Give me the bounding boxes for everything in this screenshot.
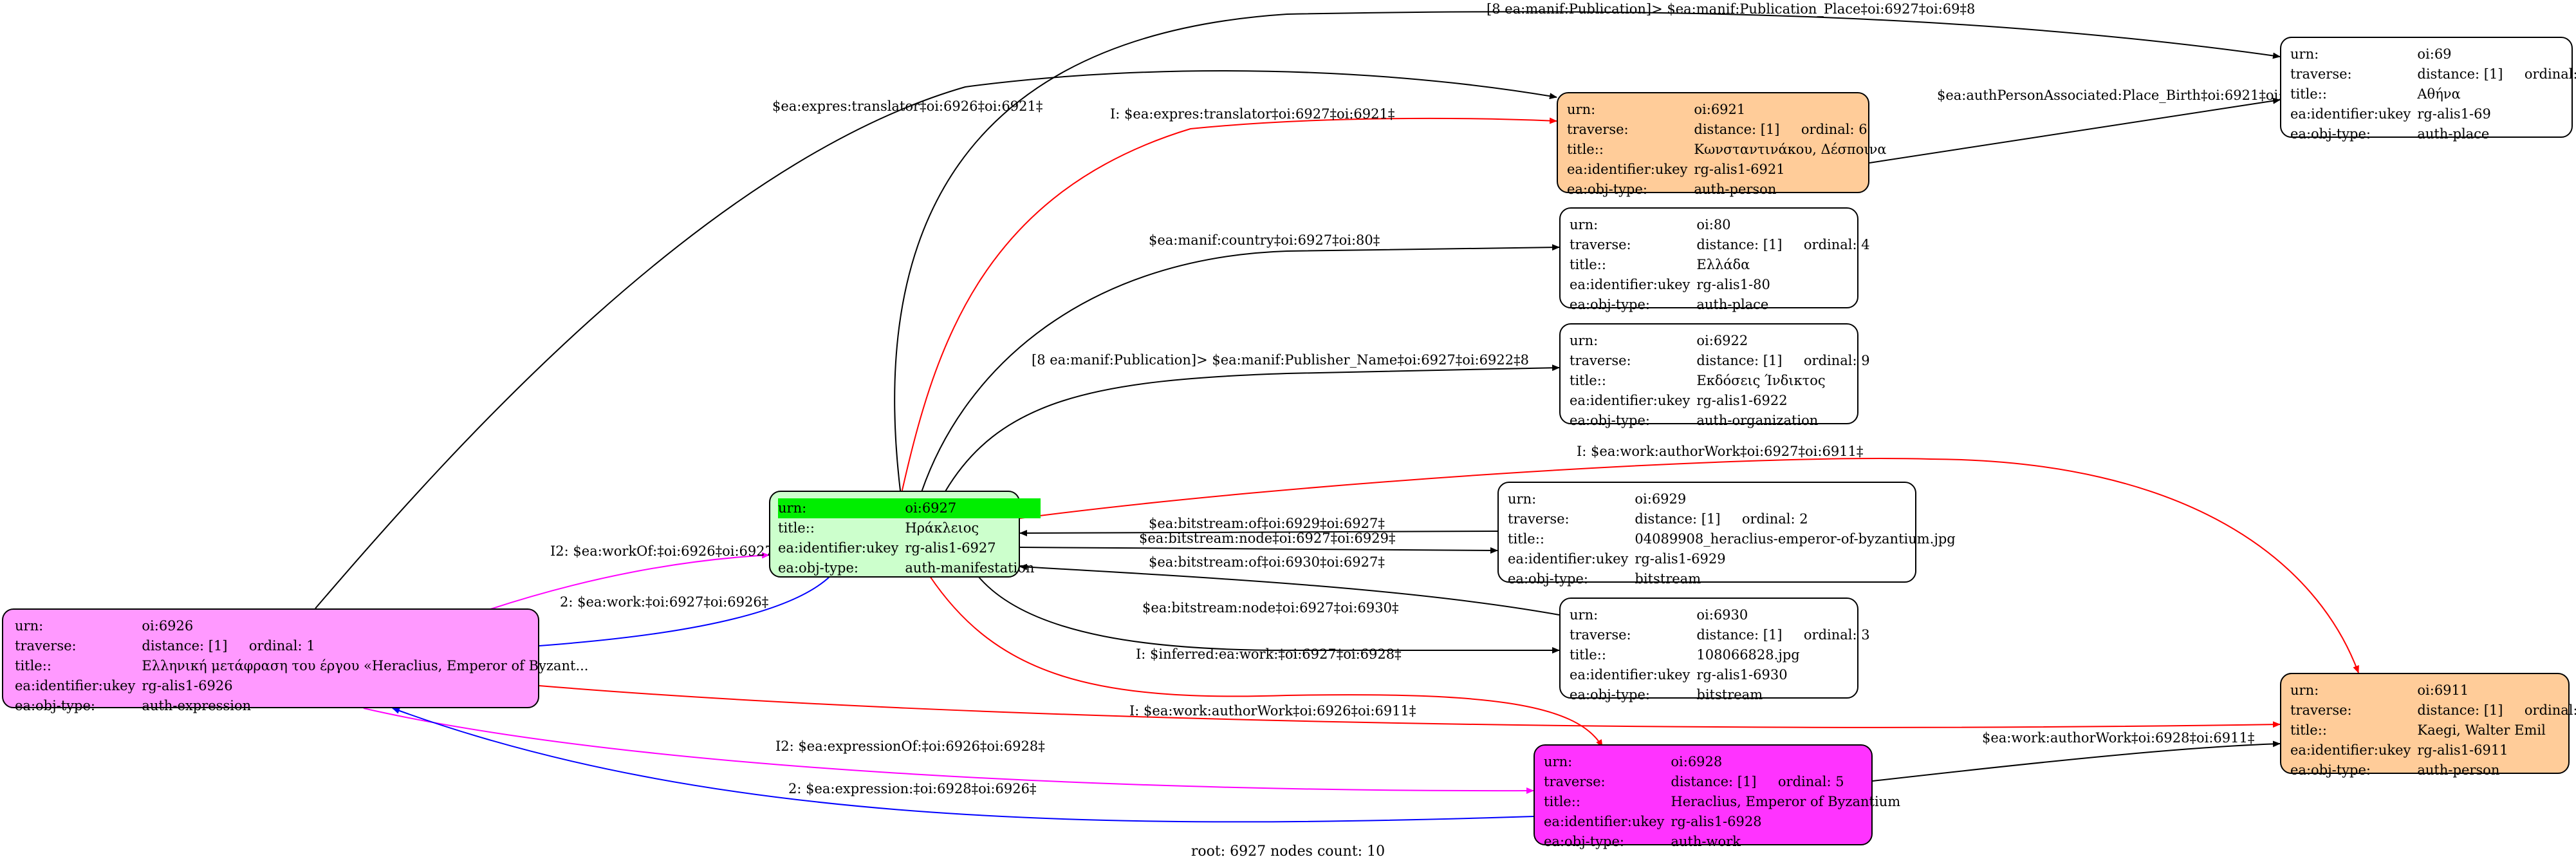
node-oi-6911[interactable]: urn:oi:6911 traverse:distance: [1] ordin… <box>2280 673 2576 778</box>
node-oi-80[interactable]: urn:oi:80 traverse:distance: [1] ordinal… <box>1559 207 1870 312</box>
edge-6926-6911 <box>539 685 2281 728</box>
edge-6930-6927 <box>1019 563 1560 616</box>
edge-label-e7: I: $ea:work:authorWork‡oi:6927‡oi:6911‡ <box>1577 444 1863 459</box>
edge-6927-80 <box>920 244 1560 496</box>
node-oi-6930[interactable]: urn:oi:6930 traverse:distance: [1] ordin… <box>1559 598 1870 702</box>
edge-6927-6930 <box>978 576 1560 654</box>
edge-label-e11: $ea:bitstream:of‡oi:6930‡oi:6927‡ <box>1149 554 1385 570</box>
edge-6927-6922 <box>942 364 1560 496</box>
edge-label-e13: $ea:bitstream:node‡oi:6927‡oi:6930‡ <box>1142 600 1398 616</box>
node-oi-6927[interactable]: urn:oi:6927 title::Ηράκλειος ea:identifi… <box>769 491 1041 578</box>
edge-label-e2: $ea:expres:translator‡oi:6926‡oi:6921‡ <box>772 99 1042 114</box>
edge-label-e15: I: $ea:work:authorWork‡oi:6926‡oi:6911‡ <box>1129 703 1416 719</box>
node-oi-6926[interactable]: urn:oi:6926 traverse:distance: [1] ordin… <box>2 608 588 713</box>
edge-6928-6911 <box>1872 740 2281 782</box>
edge-6926-6927 <box>482 552 770 612</box>
edge-label-e14: I: $inferred:ea:work:‡oi:6927‡oi:6928‡ <box>1136 646 1402 662</box>
node-oi-6928[interactable]: urn:oi:6928 traverse:distance: [1] ordin… <box>1534 744 1900 849</box>
edge-label-e4: $ea:authPersonAssociated:Place_Birth‡oi:… <box>1937 88 2306 103</box>
edge-label-e6: [8 ea:manif:Publication]> $ea:manif:Publ… <box>1032 352 1529 368</box>
node-oi-69[interactable]: urn:oi:69 traverse:distance: [1] ordinal… <box>2280 37 2576 142</box>
node-row-urn: urn:oi:6927 <box>778 498 1041 518</box>
edge-6927-6911 <box>1019 458 2359 673</box>
graph-footer: root: 6927 nodes count: 10 <box>1191 843 1385 860</box>
edge-6929-6927 <box>1019 529 1498 536</box>
edge-6927-69 <box>894 11 2281 496</box>
edge-label-e16: $ea:work:authorWork‡oi:6928‡oi:6911‡ <box>1982 730 2254 746</box>
edge-label-e18: 2: $ea:expression:‡oi:6928‡oi:6926‡ <box>788 781 1036 796</box>
edge-label-e9: $ea:bitstream:of‡oi:6929‡oi:6927‡ <box>1149 516 1385 531</box>
edge-label-e8: I2: $ea:workOf:‡oi:6926‡oi:6927‡ <box>550 543 781 559</box>
edge-label-e10: $ea:bitstream:node‡oi:6927‡oi:6929‡ <box>1139 531 1395 546</box>
edge-6926-6921 <box>315 70 1557 609</box>
edge-label-e17: I2: $ea:expressionOf:‡oi:6926‡oi:6928‡ <box>775 739 1045 754</box>
edge-label-e12: 2: $ea:work:‡oi:6927‡oi:6926‡ <box>560 594 768 610</box>
edge-label-e3: I: $ea:expres:translator‡oi:6927‡oi:6921… <box>1110 106 1395 122</box>
node-oi-6921[interactable]: urn:oi:6921 traverse:distance: [1] ordin… <box>1557 92 1887 197</box>
edge-6927-6929 <box>1019 547 1498 554</box>
edge-6927-6921-inferred <box>900 117 1557 496</box>
edge-6926-6928 <box>363 708 1534 795</box>
node-oi-6922[interactable]: urn:oi:6922 traverse:distance: [1] ordin… <box>1559 323 1870 428</box>
edge-6928-6926 <box>392 708 1534 823</box>
edge-6921-69 <box>1869 97 2281 164</box>
edge-label-e5: $ea:manif:country‡oi:6927‡oi:80‡ <box>1149 232 1380 248</box>
edge-6927-6928-inferred <box>929 576 1603 748</box>
node-oi-6929[interactable]: urn:oi:6929 traverse:distance: [1] ordin… <box>1497 482 1956 587</box>
edge-label-e1: [8 ea:manif:Publication]> $ea:manif:Publ… <box>1487 1 1975 17</box>
